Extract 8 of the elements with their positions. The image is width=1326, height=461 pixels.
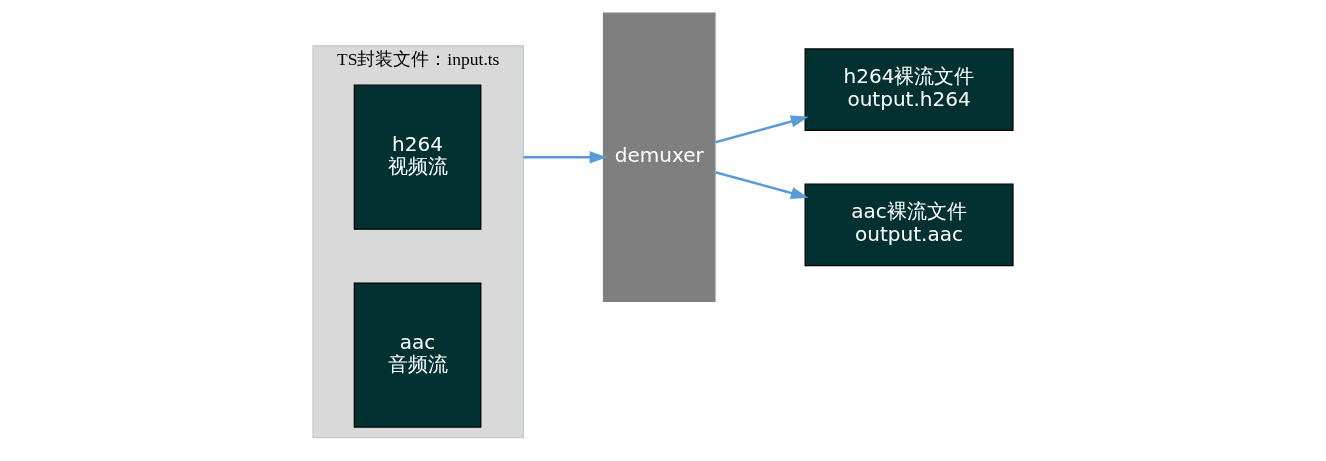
arrow	[715, 115, 809, 144]
arrow	[715, 171, 809, 199]
arrow	[523, 151, 608, 164]
node-box: h264 视频流	[353, 84, 482, 230]
node-box: demuxer	[602, 12, 716, 302]
node-box: aac 音频流	[353, 282, 482, 428]
node-box: aac裸流文件 output.aac	[804, 183, 1014, 267]
node-box: h264裸流文件 output.h264	[804, 48, 1014, 131]
